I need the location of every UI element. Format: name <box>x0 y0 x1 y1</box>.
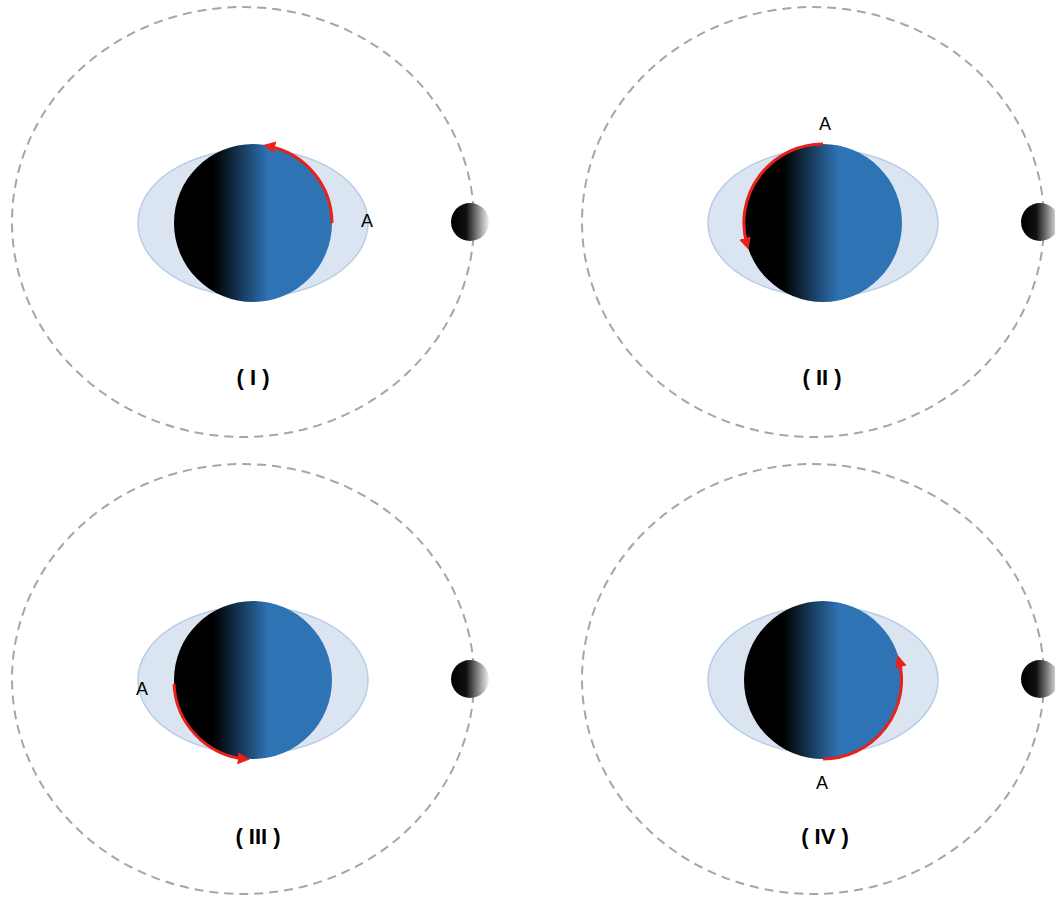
panel-two <box>582 7 1055 437</box>
panel-label: ( I ) <box>237 366 270 390</box>
point-label: A <box>816 774 828 794</box>
panel-three <box>12 464 489 894</box>
panel-one <box>12 7 489 437</box>
panel-label: ( II ) <box>802 366 841 390</box>
panel-label: ( IV ) <box>801 825 849 849</box>
point-label: A <box>819 115 831 135</box>
panel-label: ( III ) <box>235 825 280 849</box>
panel-four <box>582 464 1055 894</box>
point-label: A <box>361 212 373 232</box>
point-label: A <box>136 680 148 700</box>
